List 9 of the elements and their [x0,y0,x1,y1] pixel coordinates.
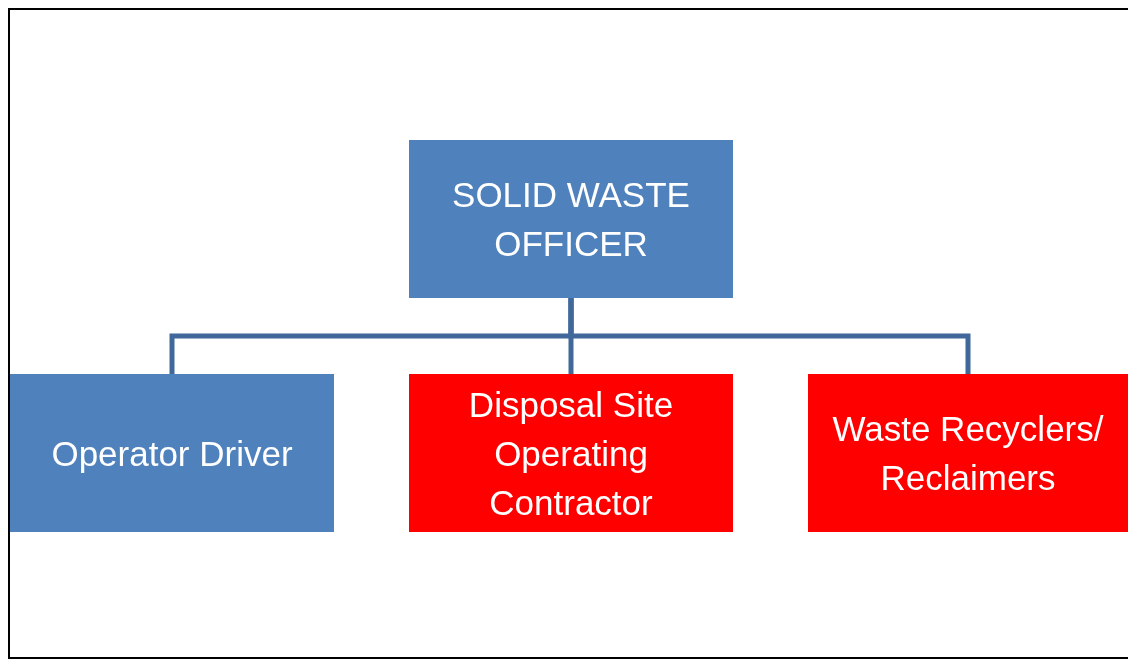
box-label: Disposal Site Operating Contractor [467,383,675,524]
org-box [409,140,733,298]
box-label: Operator Driver [51,432,293,475]
connector-line [568,298,971,374]
org-box [409,374,733,532]
box-label: SOLID WASTE OFFICER [451,174,691,265]
org-box [10,374,334,532]
box-label: Waste Recyclers/ Reclaimers [831,408,1105,499]
org-box [808,374,1128,532]
